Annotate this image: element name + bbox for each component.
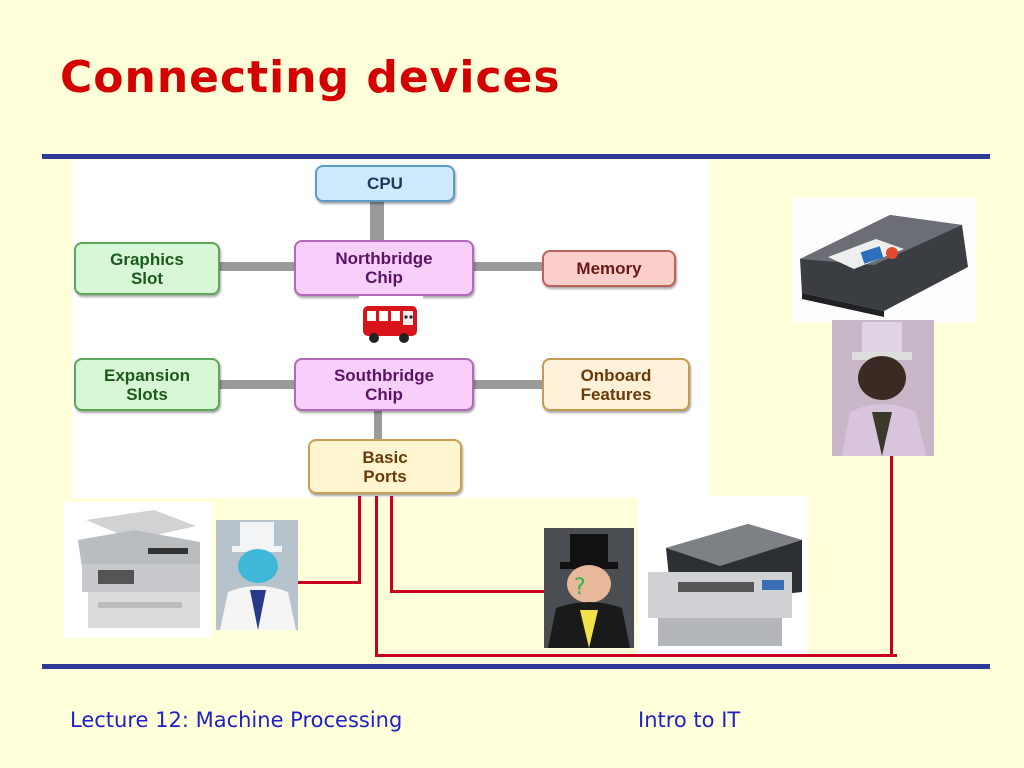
cable-segment <box>298 581 361 584</box>
man-in-top-hat-icon: ? <box>544 528 634 648</box>
chipset-diagram: CPU Northbridge Chip Graphics Slot Memor… <box>72 160 710 498</box>
ports-connector <box>374 408 382 442</box>
expansion-slots-box: Expansion Slots <box>74 358 220 411</box>
onboard-connector <box>474 380 544 389</box>
top-divider <box>42 154 990 159</box>
footer-lecture-title: Lecture 12: Machine Processing <box>70 708 403 732</box>
large-format-printer-icon <box>638 496 808 654</box>
bottom-divider <box>42 664 990 669</box>
cable-segment <box>890 456 893 657</box>
man-in-top-hat-icon <box>832 320 934 456</box>
red-bus-icon <box>359 296 423 358</box>
graphics-slot-box: Graphics Slot <box>74 242 220 295</box>
slide-title: Connecting devices <box>60 52 561 103</box>
cable-segment <box>390 496 393 593</box>
inkjet-printer-icon <box>792 197 976 323</box>
cpu-box: CPU <box>315 165 455 202</box>
man-in-top-hat-icon <box>216 520 298 630</box>
graphics-connector <box>218 262 294 271</box>
multifunction-printer-icon <box>64 502 212 638</box>
cable-segment <box>390 590 544 593</box>
northbridge-box: Northbridge Chip <box>294 240 474 296</box>
footer-course-name: Intro to IT <box>638 708 741 732</box>
cable-segment <box>375 496 378 657</box>
cable-segment <box>358 496 361 584</box>
basic-ports-box: Basic Ports <box>308 439 462 494</box>
southbridge-box: Southbridge Chip <box>294 358 474 411</box>
expansion-connector <box>218 380 294 389</box>
memory-box: Memory <box>542 250 676 287</box>
svg-text:?: ? <box>574 575 586 600</box>
memory-connector <box>474 262 544 271</box>
cpu-connector <box>370 200 384 246</box>
cable-segment <box>375 654 897 657</box>
onboard-features-box: Onboard Features <box>542 358 690 411</box>
